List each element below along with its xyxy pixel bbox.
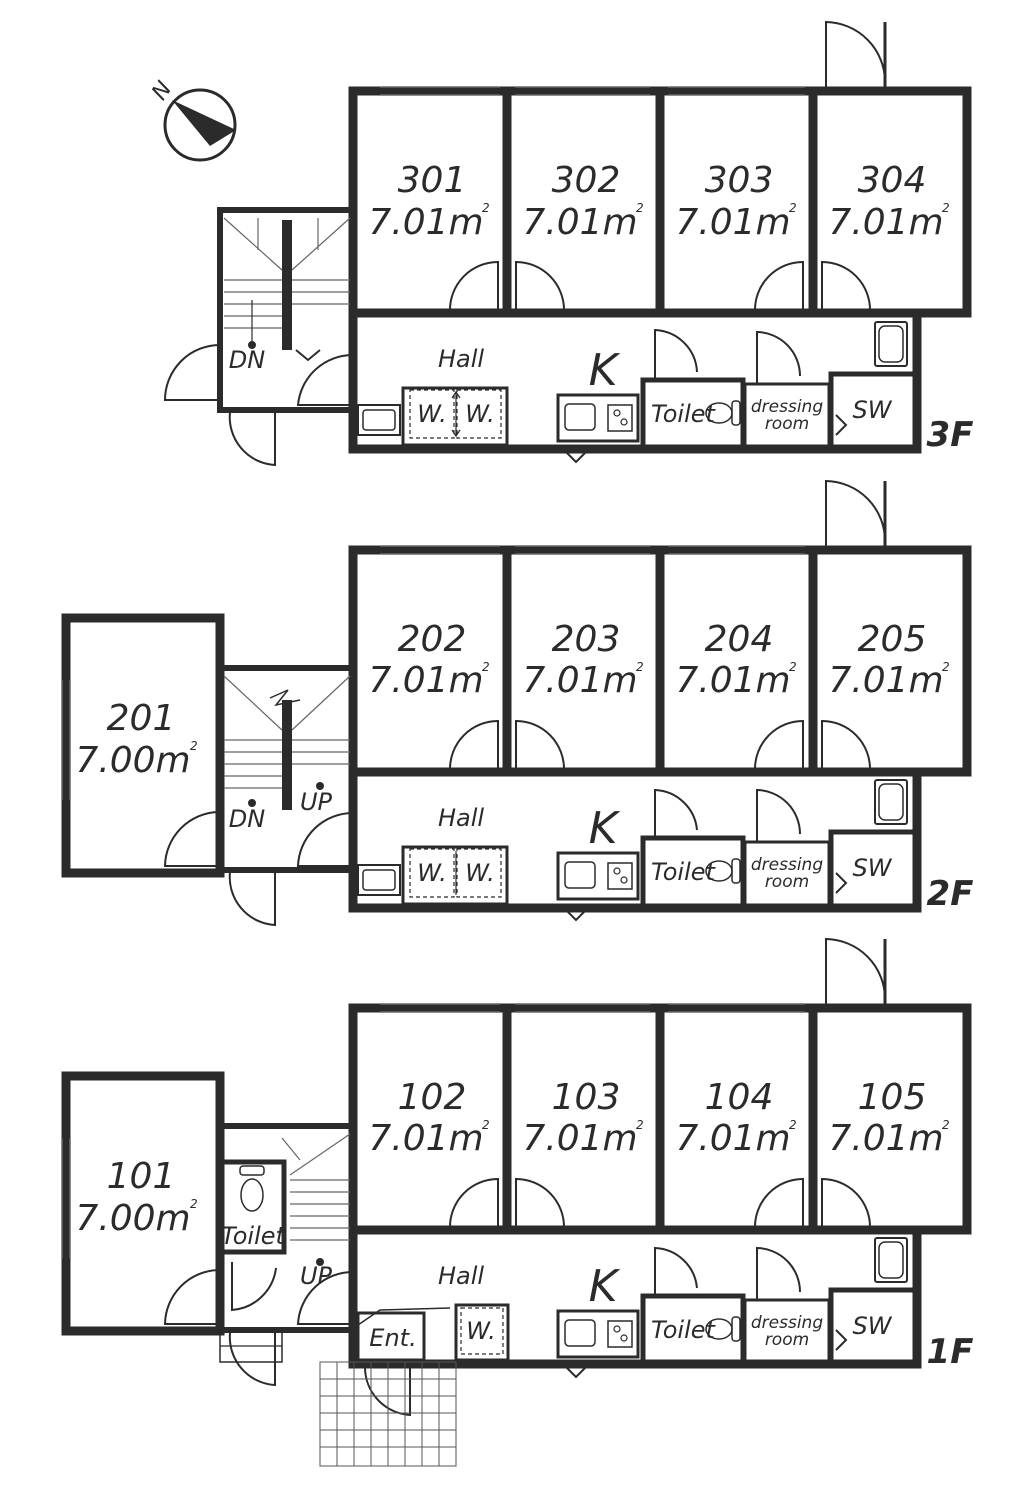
kitchen-counter: [556, 393, 640, 443]
room-number: 203: [552, 619, 621, 660]
room-area-unit: 2: [942, 201, 950, 215]
room-area-unit: 2: [942, 1118, 950, 1132]
room-number: 101: [107, 1156, 176, 1197]
stairs-dn-label: DN: [229, 805, 265, 833]
door-icon: [753, 260, 804, 312]
room-area-unit: 2: [482, 660, 490, 674]
dressing-label-room: room: [765, 1330, 809, 1350]
room-area-unit: 2: [636, 201, 644, 215]
dressing-label: dressing: [751, 1313, 823, 1333]
room-area: 7.01m: [522, 202, 637, 243]
room-area-unit: 2: [636, 1118, 644, 1132]
room-number: 301: [398, 160, 467, 201]
sw-label: SW: [853, 396, 893, 424]
room-area-unit: 2: [482, 1118, 490, 1132]
dressing-label: dressing: [751, 855, 823, 875]
stairs-dn-label: DN: [229, 346, 265, 374]
floor-3f: 301 7.01m 2 302 7.01m 2 303 7.01m 2 304 …: [163, 20, 974, 467]
hall-label: Hall: [438, 1262, 484, 1290]
room-number: 302: [552, 160, 621, 201]
door-icon: [448, 260, 499, 312]
room-area: 7.01m: [828, 660, 943, 701]
room-area-unit: 2: [789, 660, 797, 674]
room-number: 102: [398, 1077, 467, 1118]
dressing-label: dressing: [751, 397, 823, 417]
room-area: 7.01m: [368, 202, 483, 243]
entrance-label: Ent.: [369, 1324, 416, 1352]
room-area: 7.01m: [675, 1118, 790, 1159]
balcony-door-icon: [825, 479, 886, 547]
room-area: 7.01m: [675, 202, 790, 243]
floor-label: 2F: [927, 874, 974, 914]
room-area: 7.00m: [75, 740, 190, 781]
stairwell-wall: [217, 207, 356, 413]
room-area-unit: 2: [789, 1118, 797, 1132]
room-area: 7.01m: [368, 1118, 483, 1159]
room-number: 103: [552, 1077, 621, 1118]
floor-1f: 101 7.00m 2 102 7.01m 2 103 7.01m 2 104 …: [61, 937, 974, 1467]
room-area: 7.01m: [368, 660, 483, 701]
room-number: 303: [705, 160, 774, 201]
washer-label: W.: [465, 859, 494, 887]
washer-label: W.: [466, 1317, 495, 1345]
toilet-label: Toilet: [651, 400, 716, 428]
room-area: 7.01m: [522, 660, 637, 701]
door-icon: [821, 260, 872, 312]
room-area-unit: 2: [482, 201, 490, 215]
sw-label: SW: [853, 854, 893, 882]
balcony-door-icon: [825, 937, 886, 1005]
room-area: 7.01m: [522, 1118, 637, 1159]
room-number: 104: [705, 1077, 774, 1118]
room-number: 204: [705, 619, 774, 660]
kitchen-label: K: [589, 803, 621, 854]
compass-ring: [163, 88, 237, 162]
floor-2f: 201 7.00m 2 202 7.01m 2 203 7.01m 2 204 …: [61, 479, 974, 927]
kitchen-label: K: [589, 345, 621, 396]
room-number: 105: [858, 1077, 927, 1118]
washer-label: W.: [465, 400, 494, 428]
room-number: 304: [858, 160, 927, 201]
room-area: 7.01m: [828, 202, 943, 243]
floor-label: 1F: [927, 1332, 974, 1372]
room-area: 7.01m: [828, 1118, 943, 1159]
washer-label: W.: [417, 400, 446, 428]
compass: N: [147, 77, 237, 162]
balcony-door-icon: [825, 20, 886, 88]
toilet-label: Toilet: [651, 1316, 716, 1344]
hall-label: Hall: [438, 345, 484, 373]
room-number: 205: [858, 619, 927, 660]
room-number: 201: [107, 698, 176, 739]
kitchen-label: K: [589, 1261, 621, 1312]
dressing-label-room: room: [765, 872, 809, 892]
room-area: 7.01m: [675, 660, 790, 701]
side-toilet-label: Toilet: [221, 1222, 286, 1250]
room-area-unit: 2: [636, 660, 644, 674]
compass-needle-icon: [172, 100, 236, 146]
toilet-label: Toilet: [651, 858, 716, 886]
room-area-unit: 2: [789, 201, 797, 215]
stairs-up-label: UP: [300, 788, 333, 816]
sw-label: SW: [853, 1312, 893, 1340]
room-area: 7.00m: [75, 1198, 190, 1239]
room-area-unit: 2: [190, 1197, 198, 1211]
stairs-up-label: UP: [300, 1262, 333, 1290]
hall-label: Hall: [438, 804, 484, 832]
dressing-label-room: room: [765, 414, 809, 434]
room-number: 202: [398, 619, 467, 660]
room-area-unit: 2: [942, 660, 950, 674]
room-area-unit: 2: [190, 739, 198, 753]
floor-label: 3F: [927, 415, 974, 455]
door-icon: [515, 260, 566, 312]
washer-label: W.: [417, 859, 446, 887]
